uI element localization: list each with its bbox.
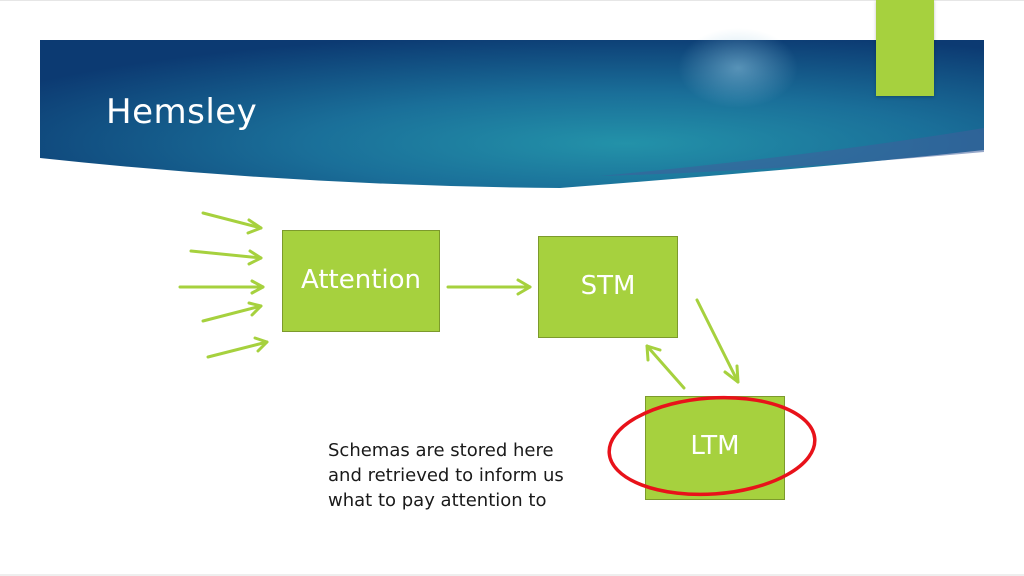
stm-box: STM — [538, 236, 678, 338]
ltm-label: LTM — [690, 431, 740, 461]
stm-label: STM — [580, 271, 636, 301]
accent-tab — [876, 0, 934, 96]
slide-title: Hemsley — [106, 92, 258, 132]
arrow-stm-to-ltm — [695, 298, 740, 384]
input-arrow-1 — [201, 211, 263, 235]
arrow-ltm-to-stm — [645, 344, 686, 390]
title-banner — [40, 28, 984, 188]
bottom-divider — [0, 574, 1024, 576]
banner-swoosh — [600, 128, 984, 176]
top-divider — [0, 0, 1024, 1]
banner-glow — [678, 28, 798, 108]
arrow-attention-to-stm — [446, 278, 532, 296]
input-arrow-2 — [189, 249, 263, 266]
ltm-box: LTM — [645, 396, 785, 500]
input-arrow-5 — [206, 336, 269, 359]
schema-note: Schemas are stored here and retrieved to… — [328, 440, 564, 511]
input-arrow-3 — [178, 279, 265, 295]
attention-label: Attention — [301, 265, 421, 295]
attention-box: Attention — [282, 230, 440, 332]
input-arrow-4 — [201, 301, 263, 323]
ltm-highlight-circle — [607, 395, 817, 497]
